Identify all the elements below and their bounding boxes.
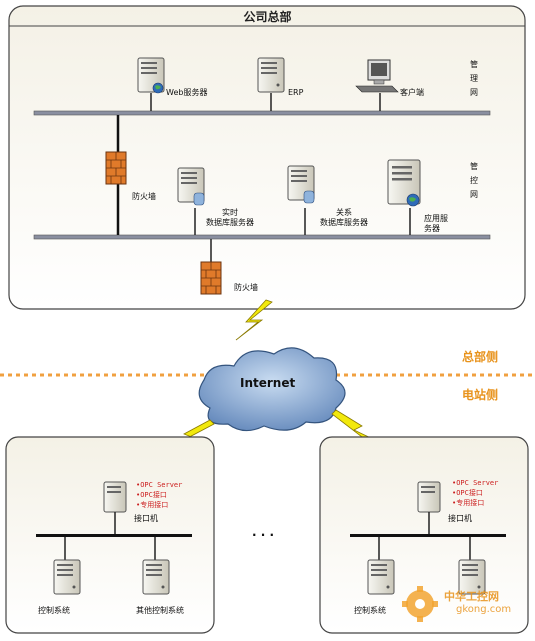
outer-firewall-label: 防火墙 [234,283,258,292]
right-opc-server: •OPC Server [452,479,499,487]
mgmt-net-label: 管 理 网 [470,60,478,97]
hq-box [8,5,526,310]
app-server-icon [387,159,421,207]
right-opc-interface: •OPC接口 [452,489,483,497]
ellipsis: · · · [252,528,275,542]
right-interface-label: 接口机 [448,514,472,523]
left-interface-server-icon [103,481,127,513]
internet-label: Internet [240,376,296,390]
right-station-bus [350,534,506,537]
realtime-db-label: 实时 数据库服务器 [206,208,254,227]
app-server-label: 应用服 务器 [424,214,448,233]
ctrl-net-label: 管 控 网 [470,162,478,199]
left-interface-label: 接口机 [134,514,158,523]
watermark-url: gkong.com [456,604,512,615]
mgmt-bus [33,110,491,116]
ctrl-bus [33,234,491,240]
realtime-db-server-icon [177,167,205,206]
client-label: 客户端 [400,88,424,97]
erp-server-icon [257,57,285,93]
right-interface-server-icon [417,481,441,513]
right-dedicated-interface: •专用接口 [452,499,485,507]
web-server-label: Web服务器 [166,88,208,97]
left-other-control-label: 其他控制系统 [136,606,184,615]
internet-cloud-icon [198,347,346,432]
right-control-label: 控制系统 [354,606,386,615]
gear-watermark-icon [402,586,438,622]
inner-firewall-label: 防火墙 [132,192,156,201]
erp-label: ERP [288,88,304,97]
client-pc-icon [355,59,399,93]
lightning-hq-icon [235,299,273,341]
left-opc-interface: •OPC接口 [136,491,167,499]
left-control-system-icon [53,559,81,595]
left-opc-server: •OPC Server [136,481,183,489]
left-dedicated-interface: •专用接口 [136,501,169,509]
left-other-control-icon [142,559,170,595]
left-station-bus [36,534,192,537]
inner-firewall-icon [105,151,127,185]
watermark-brand: 中华工控网 [444,590,499,603]
outer-firewall-icon [200,261,222,295]
relational-db-server-icon [287,165,315,204]
station-side-label: 电站侧 [462,388,499,402]
relational-db-label: 关系 数据库服务器 [320,208,368,227]
web-server-icon [137,57,165,94]
hq-side-label: 总部侧 [462,350,499,364]
left-control-label: 控制系统 [38,606,70,615]
right-control-system-icon [367,559,395,595]
hq-title: 公司总部 [243,10,292,24]
